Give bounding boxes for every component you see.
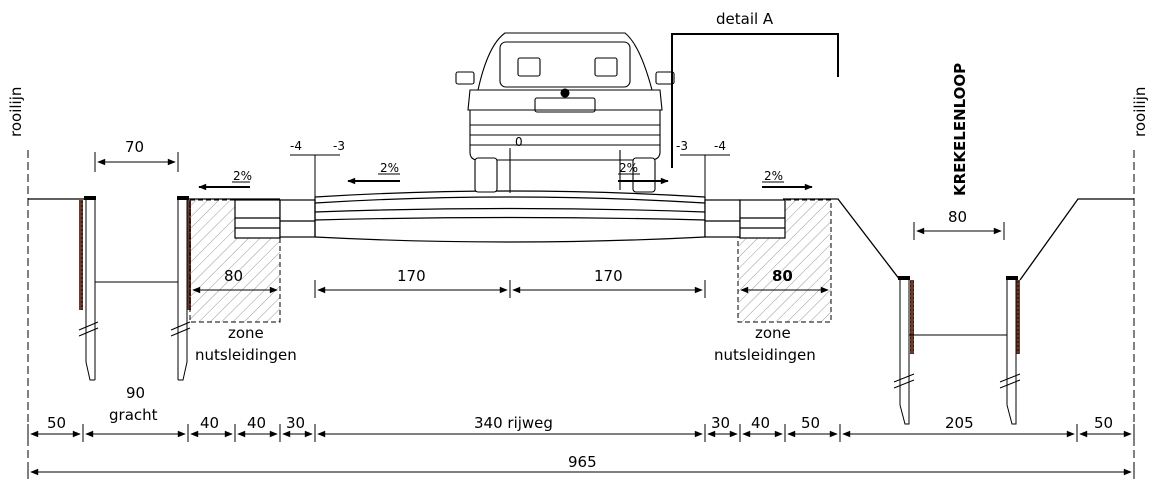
- zone-right-label-2: nutsleidingen: [714, 346, 816, 364]
- gracht-sheet-pile-right: [170, 196, 191, 381]
- road-pavement: [234, 190, 786, 243]
- dim-lane-left: 170: [397, 267, 426, 285]
- dim-bottom-6: 340 rijweg: [474, 414, 553, 432]
- dim-zone-right: 80: [772, 267, 793, 285]
- detail-a-label: detail A: [716, 10, 774, 28]
- dim-gracht-top: 70: [125, 138, 144, 156]
- gracht-label: gracht: [109, 406, 158, 424]
- rooilijn-left-label: rooilijn: [7, 87, 25, 137]
- rooilijn-right-label: rooilijn: [1131, 87, 1149, 137]
- dim-bottom-5: 30: [286, 414, 305, 432]
- slope-label-1: 2%: [233, 169, 252, 183]
- dim-bottom-9: 50: [801, 414, 820, 432]
- level-center: 0: [515, 135, 523, 149]
- zone-right-label-1: zone: [755, 324, 791, 342]
- level-left-minus3: -3: [333, 139, 345, 153]
- dim-bottom-1: 50: [47, 414, 66, 432]
- dim-lane-right: 170: [594, 267, 623, 285]
- zone-left-label-1: zone: [228, 324, 264, 342]
- dim-bottom-7: 30: [711, 414, 730, 432]
- slope-arrows: [198, 173, 813, 191]
- dim-bottom-10: 205: [945, 414, 974, 432]
- level-right-minus3: -3: [676, 139, 688, 153]
- car-rear-view: [455, 32, 675, 193]
- ditch-sheet-pile-left: [893, 276, 915, 425]
- dim-bottom-11: 50: [1094, 414, 1113, 432]
- dim-total: 965: [568, 453, 597, 471]
- level-markers: [290, 148, 730, 200]
- level-left-minus4: -4: [290, 139, 302, 153]
- zone-left-label-2: nutsleidingen: [195, 346, 297, 364]
- detail-a-callout: [671, 33, 839, 168]
- dim-ditch-bottom: 80: [948, 208, 967, 226]
- slope-label-2: 2%: [380, 161, 399, 175]
- bottom-dimension-chain: [27, 424, 1135, 479]
- ground-profile: [28, 198, 1134, 281]
- level-right-minus4: -4: [714, 139, 726, 153]
- dim-zone-left: 80: [224, 267, 243, 285]
- slope-label-4: 2%: [764, 169, 783, 183]
- slope-label-3: 2%: [619, 161, 638, 175]
- dim-bottom-4: 40: [247, 414, 266, 432]
- dim-bottom-3: 40: [200, 414, 219, 432]
- dim-bottom-8: 40: [751, 414, 770, 432]
- gracht-sheet-pile-left: [78, 196, 99, 381]
- street-name-label: KREKELENLOOP: [951, 63, 969, 196]
- upper-dimension-lines: [94, 152, 1005, 298]
- gracht-width-label: 90: [126, 384, 145, 402]
- ditch-sheet-pile-right: [999, 276, 1021, 425]
